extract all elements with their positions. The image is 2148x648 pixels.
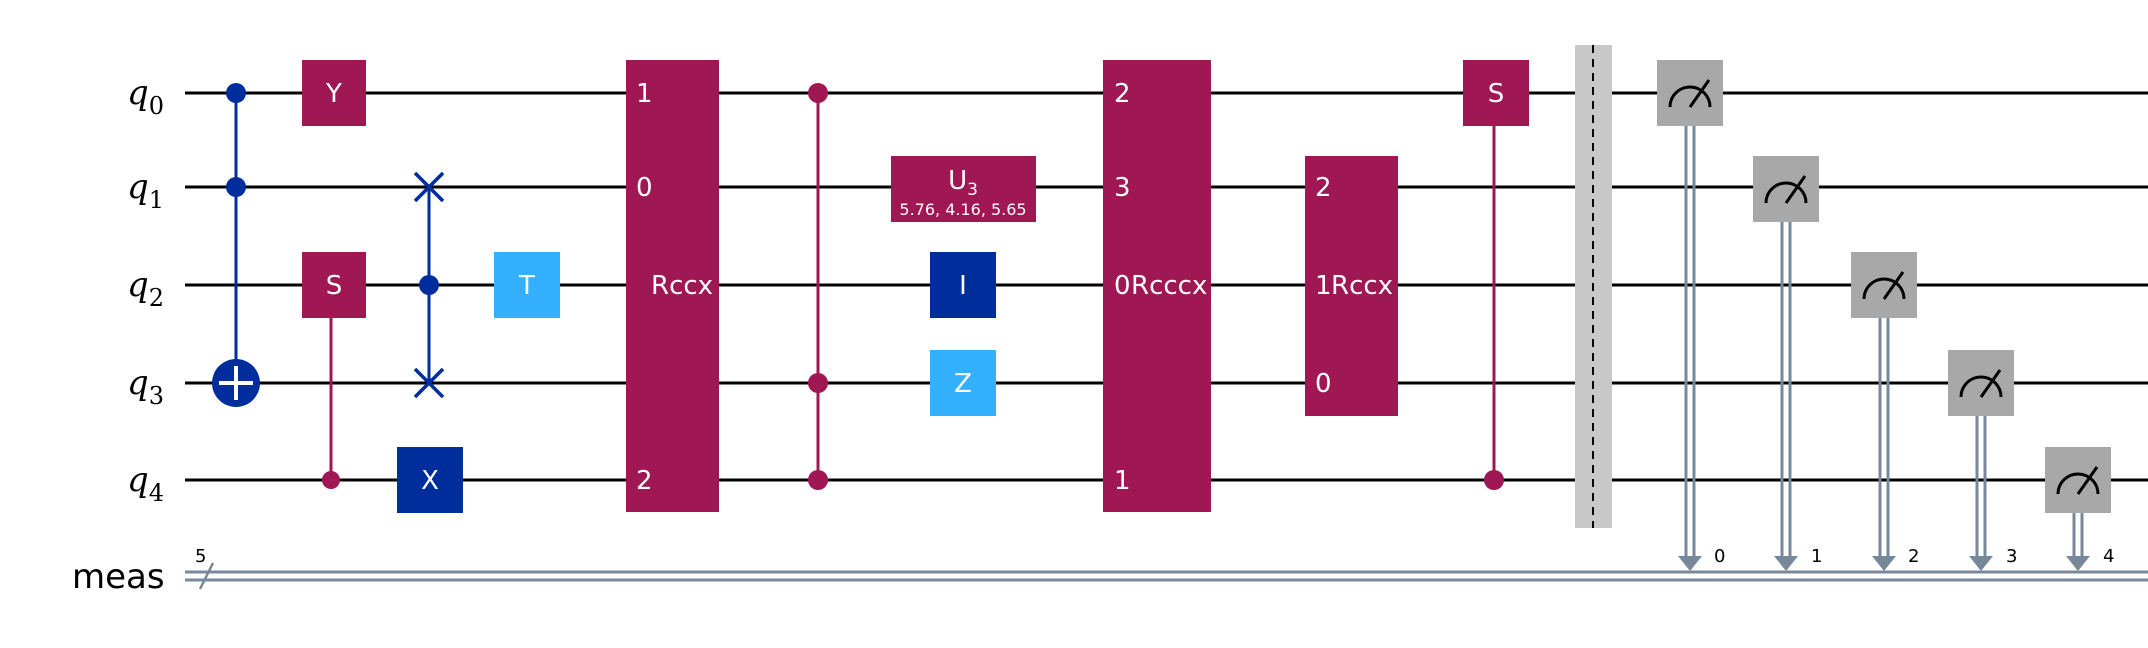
register-size: 5: [195, 546, 206, 567]
measure-meter-icon: [1959, 369, 2003, 398]
u3-params: 5.76, 4.16, 5.65: [899, 200, 1026, 219]
classical-register-label: meas: [72, 557, 165, 597]
qubit-label-q1: q1: [127, 167, 164, 214]
swap-x-icon: [413, 367, 445, 399]
rccx2-port-q3: 0: [1315, 369, 1332, 399]
cnot-target-icon: [212, 359, 260, 407]
control-dot-icon: [226, 177, 246, 197]
measure-meter-icon: [1862, 271, 1906, 300]
qubit-labels: q0 q1 q2 q3 q4 meas: [72, 73, 165, 597]
classical-bit-4: 4: [2103, 546, 2114, 567]
gate-x: X: [397, 447, 463, 513]
measure-q1: 1: [1753, 156, 1822, 571]
rccx1-port-q4: 2: [636, 466, 653, 496]
measure-meter-icon: [1668, 79, 1712, 108]
cnot-q0-q1-q3: [212, 83, 260, 407]
measure-q4: 4: [2045, 447, 2114, 571]
control-dot-icon: [1484, 470, 1504, 490]
rccx2-port-q1: 2: [1315, 173, 1332, 203]
measure-q0: 0: [1657, 60, 1725, 571]
control-dot-icon: [419, 275, 439, 295]
qubit-label-q2: q2: [127, 265, 164, 312]
control-dot-icon: [226, 83, 246, 103]
rccx2-port-q2: 1: [1315, 271, 1332, 301]
rccx1-label: Rccx: [651, 271, 713, 301]
qubit-label-q4: q4: [127, 460, 164, 507]
qubit-label-q3: q3: [127, 363, 164, 410]
gate-t: T: [494, 252, 560, 318]
gate-t-label: T: [518, 271, 535, 301]
gate-x-label: X: [421, 466, 439, 496]
controlled-s-q0: S: [1463, 60, 1529, 490]
gate-i-label: I: [959, 271, 967, 301]
rcccx-port-q1: 3: [1114, 173, 1131, 203]
qubit-label-q0: q0: [127, 73, 164, 120]
gate-i: I: [930, 252, 996, 318]
control-dot-icon: [808, 83, 828, 103]
gate-z: Z: [930, 350, 996, 416]
gate-s-label: S: [326, 271, 343, 301]
classical-bit-3: 3: [2006, 546, 2017, 567]
gate-rccx-1: 1 0 Rccx 2: [626, 60, 719, 512]
gate-y-label: Y: [325, 79, 342, 109]
gate-rccx-2: 2 1 Rccx 0: [1305, 156, 1398, 416]
control-dot-icon: [808, 373, 828, 393]
measure-meter-icon: [2056, 466, 2100, 495]
classical-bit-0: 0: [1714, 546, 1725, 567]
rcccx-port-q0: 2: [1114, 79, 1131, 109]
controlled-s: S: [302, 252, 366, 489]
measure-meter-icon: [1764, 175, 1808, 204]
measure-q3: 3: [1948, 350, 2017, 571]
rccx2-label: Rccx: [1331, 271, 1393, 301]
rccx1-port-q0: 1: [636, 79, 653, 109]
gate-rcccx: 2 3 0 Rcccx 1: [1103, 60, 1211, 512]
measurements: 0 1 2: [1657, 60, 2114, 571]
swap-x-icon: [413, 171, 445, 203]
gate-u3: U3 5.76, 4.16, 5.65: [891, 156, 1036, 222]
classical-bit-1: 1: [1811, 546, 1822, 567]
gate-s2-label: S: [1488, 79, 1505, 109]
u3-label: U3: [948, 166, 978, 200]
control-dot-icon: [322, 471, 340, 489]
classical-bit-2: 2: [1908, 546, 1919, 567]
rcccx-label: Rcccx: [1131, 271, 1207, 301]
rcccx-port-q4: 1: [1114, 466, 1131, 496]
measure-q2: 2: [1851, 252, 1919, 571]
rccx1-port-q1: 0: [636, 173, 653, 203]
controlled-swap: [413, 171, 445, 399]
barrier-icon: [1575, 45, 1612, 528]
control-dot-icon: [808, 470, 828, 490]
gate-y: Y: [302, 60, 366, 126]
controlled-z-q0-q3-q4: [808, 83, 828, 490]
classical-register-line: 5: [185, 546, 2148, 590]
gate-z-label: Z: [954, 369, 972, 399]
rcccx-port-q2: 0: [1114, 271, 1131, 301]
bus-slash: [198, 562, 215, 590]
